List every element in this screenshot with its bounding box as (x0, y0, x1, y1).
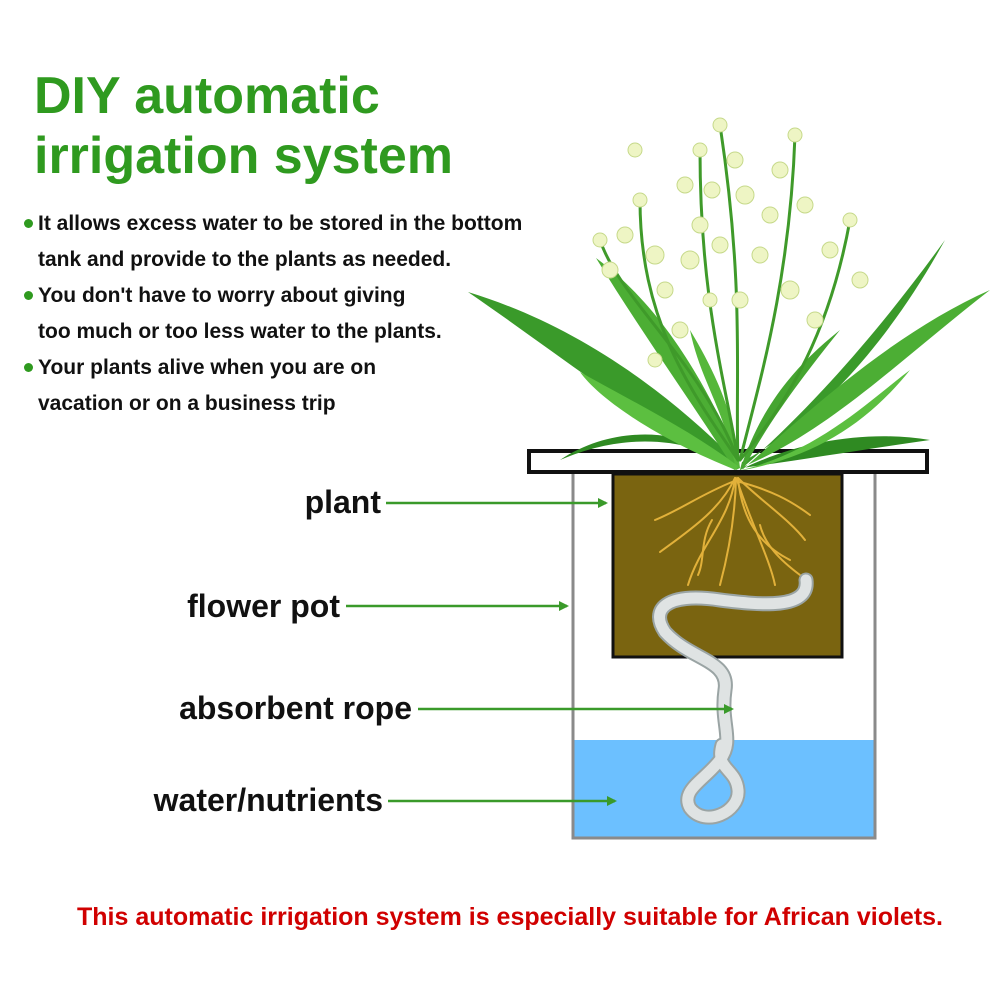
label-flower-pot: flower pot (187, 588, 340, 624)
benefit-line: It allows excess water to be stored in t… (38, 212, 523, 235)
plant-roots (654, 477, 811, 586)
label-absorbent-rope: absorbent rope (179, 690, 412, 726)
label-water-nutrients: water/nutrients (153, 782, 383, 818)
benefit-line: You don't have to worry about giving (38, 284, 406, 307)
bullet-dot-icon (24, 291, 33, 300)
outer-container (571, 468, 877, 840)
bullet-dot-icon (24, 363, 33, 372)
label-plant: plant (304, 484, 381, 520)
footer-note: This automatic irrigation system is espe… (76, 903, 943, 931)
benefit-line: vacation or on a business trip (38, 392, 336, 415)
page-title: DIY automatic irrigation system (34, 66, 514, 186)
benefit-item: It allows excess water to be stored in t… (22, 206, 582, 278)
bell-flowers (592, 117, 869, 368)
benefit-item: Your plants alive when you are on vacati… (22, 350, 582, 422)
bullet-dot-icon (24, 219, 33, 228)
benefit-list: It allows excess water to be stored in t… (22, 206, 582, 422)
title-line-2: irrigation system (34, 127, 454, 185)
plant-leaves (468, 240, 990, 470)
benefit-item: You don't have to worry about giving too… (22, 278, 582, 350)
title-line-1: DIY automatic (34, 67, 380, 125)
inner-pot-soil (611, 472, 844, 659)
flower-stems (598, 123, 852, 462)
benefit-line: tank and provide to the plants as needed… (38, 248, 452, 271)
benefit-line: Your plants alive when you are on (38, 356, 377, 379)
benefit-line: too much or too less water to the plants… (38, 320, 442, 343)
